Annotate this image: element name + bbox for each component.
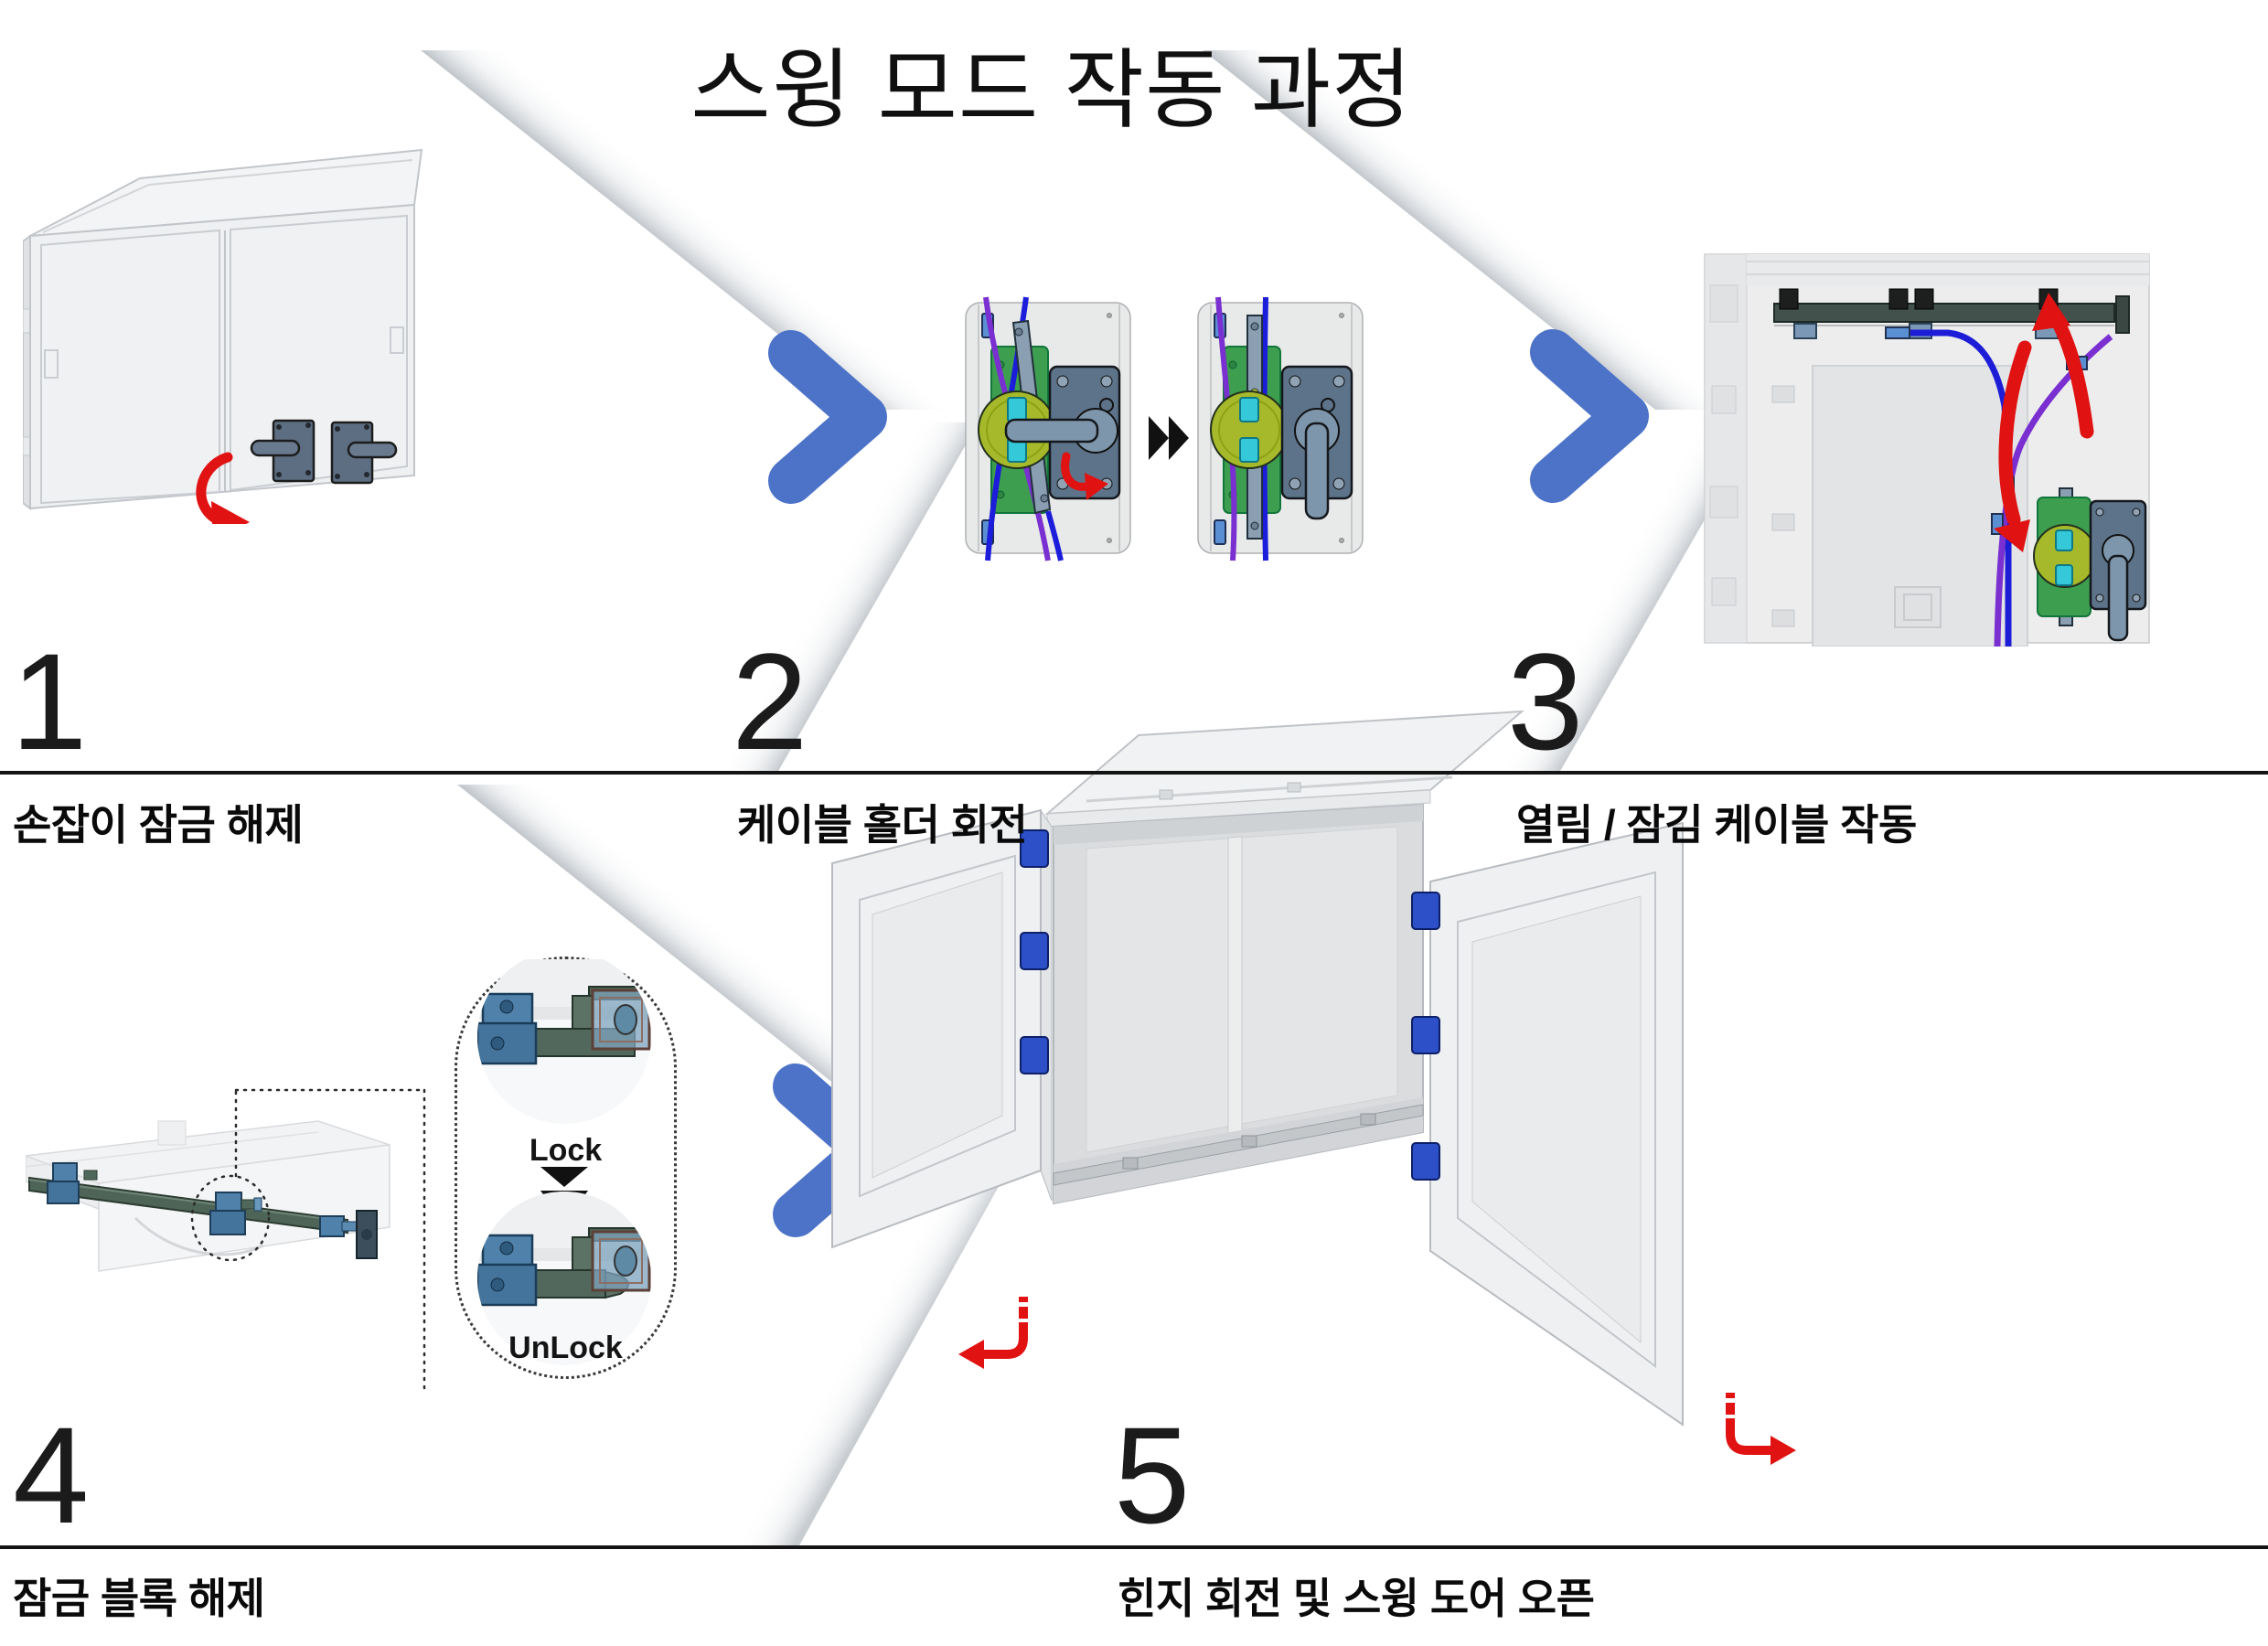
red-hook-arrow-left-icon [958, 1297, 1028, 1369]
step5-label: 힌지 회전 및 스윙 도어 오픈 [1118, 1575, 1595, 1622]
middle-lock-block [209, 1192, 262, 1235]
top-lock-rail [1773, 288, 2130, 339]
top-row-divider-rule [0, 771, 2268, 775]
step5-open-cabinet-figure [831, 710, 1796, 1465]
page-title: 스윙 모드 작동 과정 [690, 42, 1413, 139]
hinge-icon [1411, 1142, 1440, 1181]
step2-number: 2 [732, 625, 808, 778]
step2-cable-holder-figure [965, 296, 1364, 561]
callout-leader-lines [234, 1088, 426, 1392]
hinge-icon [1411, 892, 1440, 930]
hinge-icon [1411, 1016, 1440, 1054]
chevron-right-icon [768, 330, 887, 504]
hinge-icon [1020, 1036, 1049, 1074]
lock-unlock-vignettes [477, 959, 651, 1365]
detail-callout-circle [190, 1174, 271, 1262]
fast-forward-icon [1149, 416, 1189, 460]
lock-unlock-inset: Lock UnLock [455, 957, 677, 1379]
step1-number: 1 [11, 625, 88, 778]
right-end-block [319, 1210, 378, 1259]
step2-label: 케이블 홀더 회전 [737, 801, 1028, 849]
cabinet-interior [1053, 803, 1424, 1205]
step3-number: 3 [1507, 625, 1584, 778]
step4-number: 4 [13, 1398, 90, 1552]
step3-label: 열림 / 잠김 케이블 작동 [1516, 801, 1917, 849]
holder-after-panel [1197, 296, 1364, 561]
step1-label: 손잡이 잠금 해제 [13, 801, 304, 849]
step3-cable-routing-figure [1704, 253, 2150, 647]
red-cable-down-arrow-icon [1994, 340, 2032, 552]
red-hook-arrow-right-icon [1726, 1393, 1796, 1465]
holder-before-panel [965, 296, 1131, 561]
left-lock-block [47, 1162, 98, 1204]
step4-lock-block-figure [26, 1120, 390, 1272]
red-cable-up-arrow-icon [2032, 293, 2094, 439]
right-swing-door [1411, 821, 1684, 1427]
red-curved-rotation-arrow-icon [1061, 452, 1108, 500]
cable-holder-mechanism [2033, 487, 2147, 642]
step5-number: 5 [1114, 1398, 1191, 1552]
lock-vignette [477, 959, 651, 1124]
red-curved-rotation-arrow-icon [196, 452, 250, 524]
handle-horizontal [1004, 418, 1099, 444]
chevron-right-icon [1530, 329, 1649, 503]
left-swing-door [831, 808, 1053, 1249]
unlock-state-label: UnLock [508, 1331, 623, 1365]
step1-closed-cabinet-figure [23, 148, 423, 524]
hinge-icon [1020, 932, 1049, 970]
step4-label: 잠금 블록 해제 [13, 1575, 265, 1622]
bottom-row-divider-rule [0, 1545, 2268, 1549]
handle-vertical [1304, 422, 1330, 520]
lock-state-label: Lock [529, 1133, 603, 1168]
hinge-icon [1020, 829, 1049, 868]
left-door-handle [250, 419, 316, 483]
right-door-handle [330, 421, 398, 485]
